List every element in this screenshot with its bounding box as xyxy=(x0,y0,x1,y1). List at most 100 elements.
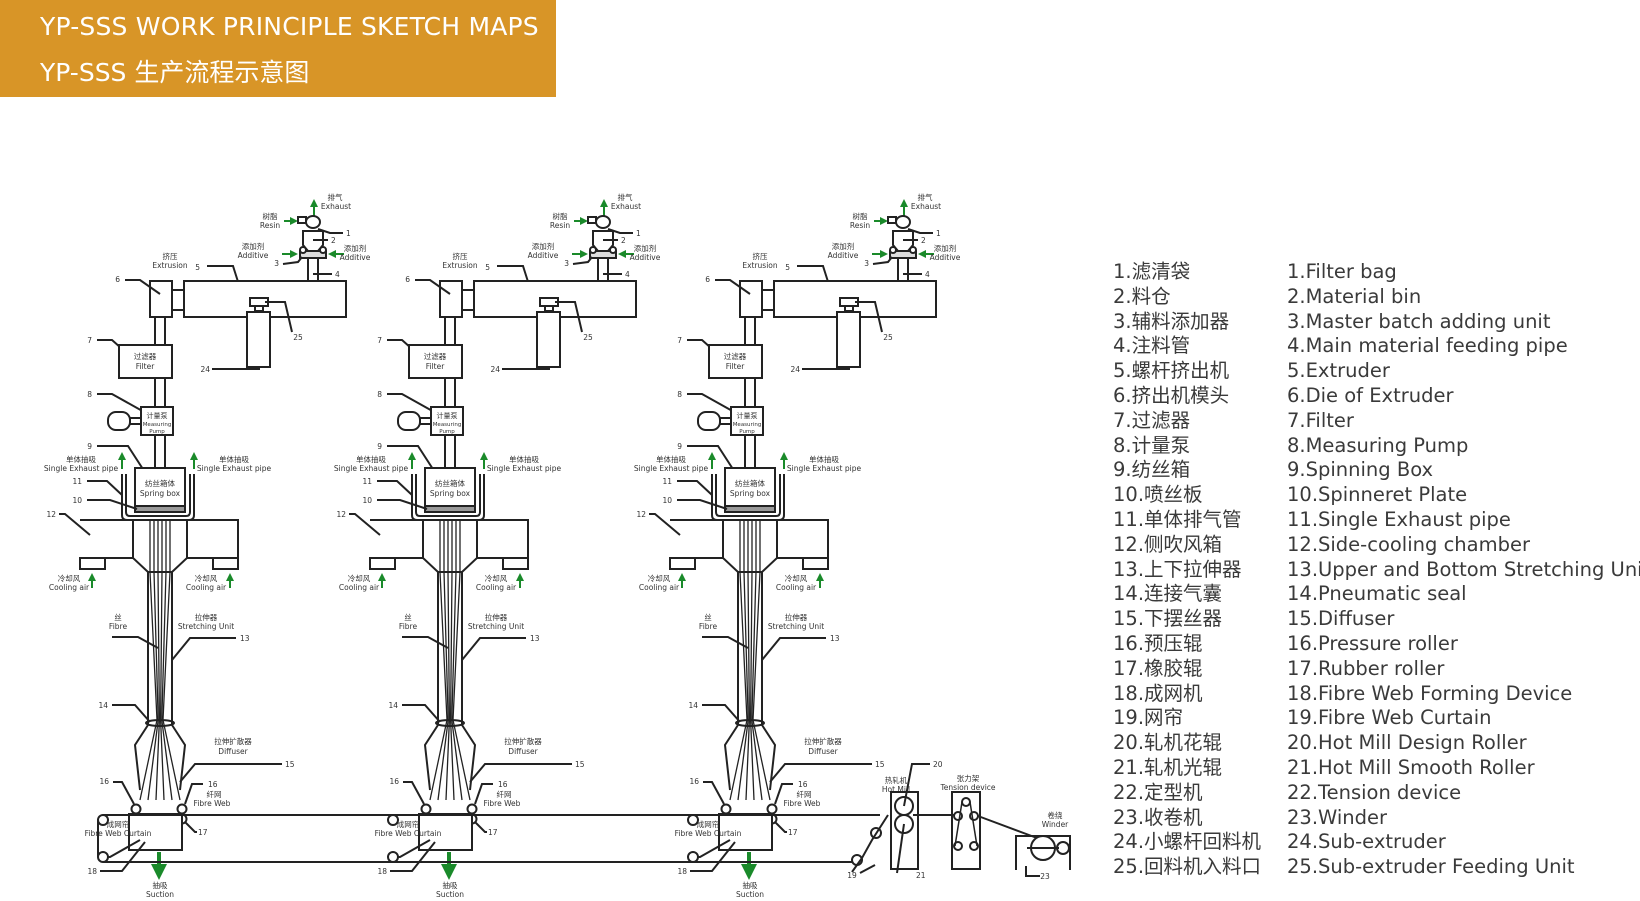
callout-18: 18 xyxy=(87,867,97,876)
callout-10: 10 xyxy=(362,496,372,505)
pressure-roller xyxy=(720,803,732,815)
cooling-label-cn: 冷却风 xyxy=(648,573,671,583)
legend-item-cn: 24.小螺杆回料机 xyxy=(1113,830,1262,854)
filter-label-en: Filter xyxy=(726,362,745,371)
cooling-label-cn: 冷却风 xyxy=(58,573,81,583)
cooling-inlet xyxy=(212,557,239,570)
hot-mill-label-en: Hot Mill xyxy=(882,785,910,794)
legend-item-en: 8.Measuring Pump xyxy=(1287,433,1469,457)
curtain-label-en: Fibre Web Curtain xyxy=(675,829,742,838)
pump-shaft xyxy=(129,417,142,425)
callout-4: 4 xyxy=(925,270,930,279)
legend-item-cn: 8.计量泵 xyxy=(1113,433,1191,457)
callout-17: 17 xyxy=(488,828,498,837)
callout-line xyxy=(390,841,436,872)
callout-3: 3 xyxy=(564,259,569,268)
pump-label-cn: 计量泵 xyxy=(737,411,758,420)
curtain-roller xyxy=(687,814,699,826)
callout-line xyxy=(474,821,487,833)
cooling-label-en: Cooling air xyxy=(776,583,817,592)
legend-item-en: 23.Winder xyxy=(1287,805,1388,829)
spring-box-label-cn: 纺丝箱体 xyxy=(145,478,175,488)
legend-item-cn: 22.定型机 xyxy=(1113,780,1203,804)
legend-item-en: 9.Spinning Box xyxy=(1287,458,1434,482)
fibre-label-cn: 丝 xyxy=(404,612,412,622)
melt-pipe xyxy=(154,434,166,469)
stretching-tube xyxy=(133,572,149,791)
resin-label-cn: 树脂 xyxy=(553,211,568,221)
fibre-label-cn: 丝 xyxy=(114,612,122,622)
cooling-label-en: Cooling air xyxy=(49,583,90,592)
legend-item-cn: 7.过滤器 xyxy=(1113,408,1191,432)
callout-16: 16 xyxy=(798,780,808,789)
fibre-strand xyxy=(745,520,751,801)
spinning-unit-1: 排气Exhaust树脂Resin12添加剂Additive添加剂Additive… xyxy=(44,192,371,899)
callout-14: 14 xyxy=(688,701,698,710)
callout-15: 15 xyxy=(575,760,585,769)
callout-line xyxy=(649,513,681,536)
melt-pipe xyxy=(444,434,456,469)
spring-box-label-en: Spring box xyxy=(140,489,181,498)
suction-label-cn: 抽吸 xyxy=(153,880,168,890)
callout-17: 17 xyxy=(198,828,208,837)
pump-label-en: Measuring xyxy=(143,422,172,428)
exhaust-label-en: Exhaust xyxy=(611,202,641,211)
callout-10: 10 xyxy=(662,496,672,505)
stretching-tube xyxy=(723,572,739,791)
callout-13: 13 xyxy=(830,634,840,643)
callout-5: 5 xyxy=(785,263,790,272)
legend-item-cn: 15.下摆丝器 xyxy=(1113,607,1223,631)
callout-7: 7 xyxy=(377,336,382,345)
fibre-strand xyxy=(159,520,165,801)
callout-1: 1 xyxy=(346,229,351,238)
curtain-label-en: Fibre Web Curtain xyxy=(85,829,152,838)
callout-18: 18 xyxy=(677,867,687,876)
resin-label-cn: 树脂 xyxy=(853,211,868,221)
melt-pipe xyxy=(744,316,756,346)
callout-line xyxy=(555,301,583,333)
curtain-roller xyxy=(387,851,399,863)
stretching-label-en: Stretching Unit xyxy=(468,622,524,631)
exhaust-pipe xyxy=(715,474,781,517)
exhaust-pipe xyxy=(415,474,481,517)
filter-box xyxy=(118,344,173,379)
cooling-inlet xyxy=(802,557,829,570)
pump-motor xyxy=(697,411,721,431)
exhaust-pipe-label-en: Single Exhaust pipe xyxy=(787,464,862,473)
callout-line xyxy=(774,783,793,805)
callout-24: 24 xyxy=(490,365,500,374)
callout-line xyxy=(87,480,123,496)
stretching-tube xyxy=(761,572,777,791)
web-path xyxy=(977,815,1038,839)
legend-item-cn: 11.单体排气管 xyxy=(1113,507,1242,531)
legend-item-en: 5.Extruder xyxy=(1287,359,1390,383)
exhaust-pipe-label-en: Single Exhaust pipe xyxy=(334,464,409,473)
fibre-strand xyxy=(162,520,181,801)
callout-line xyxy=(572,256,593,265)
pneumatic-seal xyxy=(435,719,465,727)
pressure-roller xyxy=(766,803,778,815)
exhaust-label-en: Exhaust xyxy=(911,202,941,211)
callout-line xyxy=(112,636,159,649)
exhaust-label-cn: 排气 xyxy=(918,192,933,202)
spring-box-label-en: Spring box xyxy=(730,489,771,498)
fibre-label-en: Fibre xyxy=(109,622,128,631)
legend-item-cn: 5.螺杆挤出机 xyxy=(1113,359,1230,383)
diffuser-label-en: Diffuser xyxy=(218,747,248,756)
callout-line xyxy=(171,637,236,661)
stretching-label-cn: 拉伸器 xyxy=(785,612,808,622)
curtain-roller xyxy=(387,814,399,826)
fibre-strand xyxy=(451,520,463,801)
resin-inlet xyxy=(587,216,597,224)
callout-line xyxy=(703,781,725,805)
fibre-web-label-en: Fibre Web xyxy=(484,799,521,808)
extrusion-label-cn: 挤压 xyxy=(163,251,178,261)
adder-knob xyxy=(609,246,617,254)
fibre-strand xyxy=(752,520,771,801)
diffuser-label-en: Diffuser xyxy=(508,747,538,756)
sub-extruder xyxy=(536,311,561,368)
callout-2: 2 xyxy=(331,236,336,245)
pump-label-cn: 计量泵 xyxy=(147,411,168,420)
legend-item-en: 16.Pressure roller xyxy=(1287,631,1458,655)
